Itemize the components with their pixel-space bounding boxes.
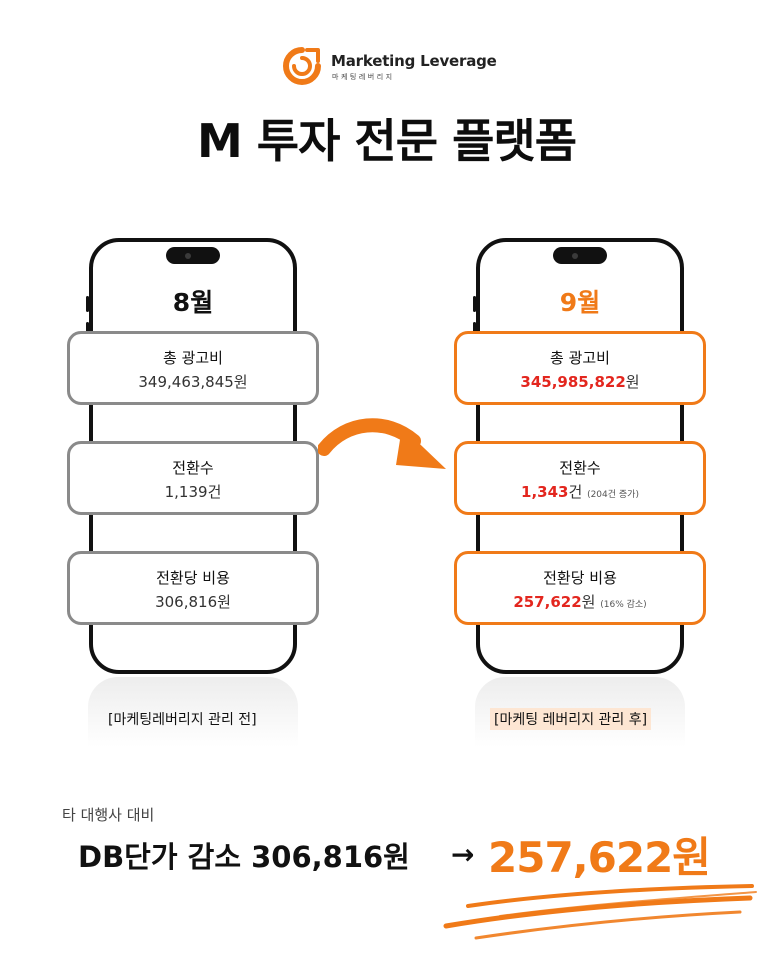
metric-value: 306,816원 xyxy=(155,593,231,611)
caption-after: [마케팅 레버리지 관리 후] xyxy=(490,708,652,730)
metric-note: (204건 증가) xyxy=(587,490,639,500)
brand-subname: 마케팅레버리지 xyxy=(332,73,395,81)
metric-unit: 건 xyxy=(568,483,583,501)
curved-arrow-icon xyxy=(318,418,446,469)
month-after: 9월 xyxy=(559,288,601,317)
phone-notch xyxy=(553,247,607,264)
metric-label: 총 광고비 xyxy=(163,349,223,367)
phone-side-button xyxy=(473,296,476,312)
metric-value: 1,139건 xyxy=(164,483,222,501)
caption-before: [마케팅레버리지 관리 전] xyxy=(108,712,257,728)
comparison-label: 타 대행사 대비 xyxy=(62,806,155,824)
metric-unit: 원 xyxy=(625,373,640,391)
brand-logo: Marketing Leverage 마케팅레버리지 xyxy=(283,47,513,87)
logo-mark-icon xyxy=(283,47,321,85)
phone-side-button xyxy=(86,296,89,312)
right-arrow-icon: → xyxy=(451,838,475,871)
month-before: 8월 xyxy=(172,288,214,317)
metric-card-after-cost-per-conversion: 전환당 비용 257,622원 (16% 감소) xyxy=(454,551,706,625)
metric-value: 349,463,845원 xyxy=(138,373,248,391)
camera-icon xyxy=(572,253,578,259)
metric-card-before-cost-per-conversion: 전환당 비용 306,816원 xyxy=(67,551,319,625)
db-cost-after: 257,622원 xyxy=(488,833,711,882)
metric-number: 345,985,822 xyxy=(520,373,626,391)
camera-icon xyxy=(185,253,191,259)
scribble-underline-icon xyxy=(443,884,757,940)
metric-card-after-conversions: 전환수 1,343건 (204건 증가) xyxy=(454,441,706,515)
metric-value: 345,985,822원 xyxy=(457,371,703,392)
brand-name: Marketing Leverage xyxy=(331,52,497,70)
page-title: M 투자 전문 플랫폼 xyxy=(196,114,577,168)
metric-note: (16% 감소) xyxy=(600,600,647,610)
metric-value: 257,622원 (16% 감소) xyxy=(457,591,703,612)
db-cost-before: DB단가 감소 306,816원 xyxy=(78,840,410,874)
metric-unit: 원 xyxy=(581,593,596,611)
metric-card-after-ad-spend: 총 광고비 345,985,822원 xyxy=(454,331,706,405)
metric-number: 1,343 xyxy=(521,483,569,501)
metric-number: 257,622 xyxy=(513,593,582,611)
metric-label: 전환당 비용 xyxy=(543,569,617,587)
metric-label: 전환수 xyxy=(559,459,601,477)
phone-reflection xyxy=(88,677,298,747)
metric-value: 1,343건 (204건 증가) xyxy=(457,481,703,502)
metric-label: 전환당 비용 xyxy=(156,569,230,587)
metric-label: 전환수 xyxy=(172,459,214,477)
metric-label: 총 광고비 xyxy=(550,349,610,367)
metric-card-before-ad-spend: 총 광고비 349,463,845원 xyxy=(67,331,319,405)
metric-card-before-conversions: 전환수 1,139건 xyxy=(67,441,319,515)
phone-notch xyxy=(166,247,220,264)
